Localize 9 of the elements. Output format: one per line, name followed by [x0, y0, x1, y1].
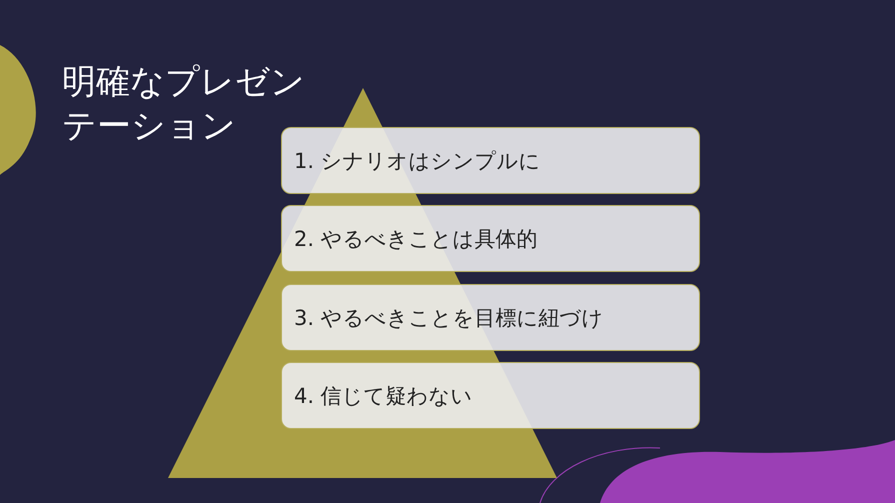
step-text: 2. やるべきことは具体的	[294, 226, 538, 252]
step-text: 4. 信じて疑わない	[294, 382, 473, 410]
step-card	[281, 205, 700, 272]
step-card	[281, 362, 700, 429]
step-card	[281, 127, 700, 194]
step-card	[281, 284, 700, 351]
slide-title: 明確なプレゼンテーション	[62, 61, 306, 148]
step-text: 3. やるべきことを目標に紐づけ	[294, 304, 604, 332]
step-text: 1. シナリオはシンプルに	[294, 148, 541, 174]
